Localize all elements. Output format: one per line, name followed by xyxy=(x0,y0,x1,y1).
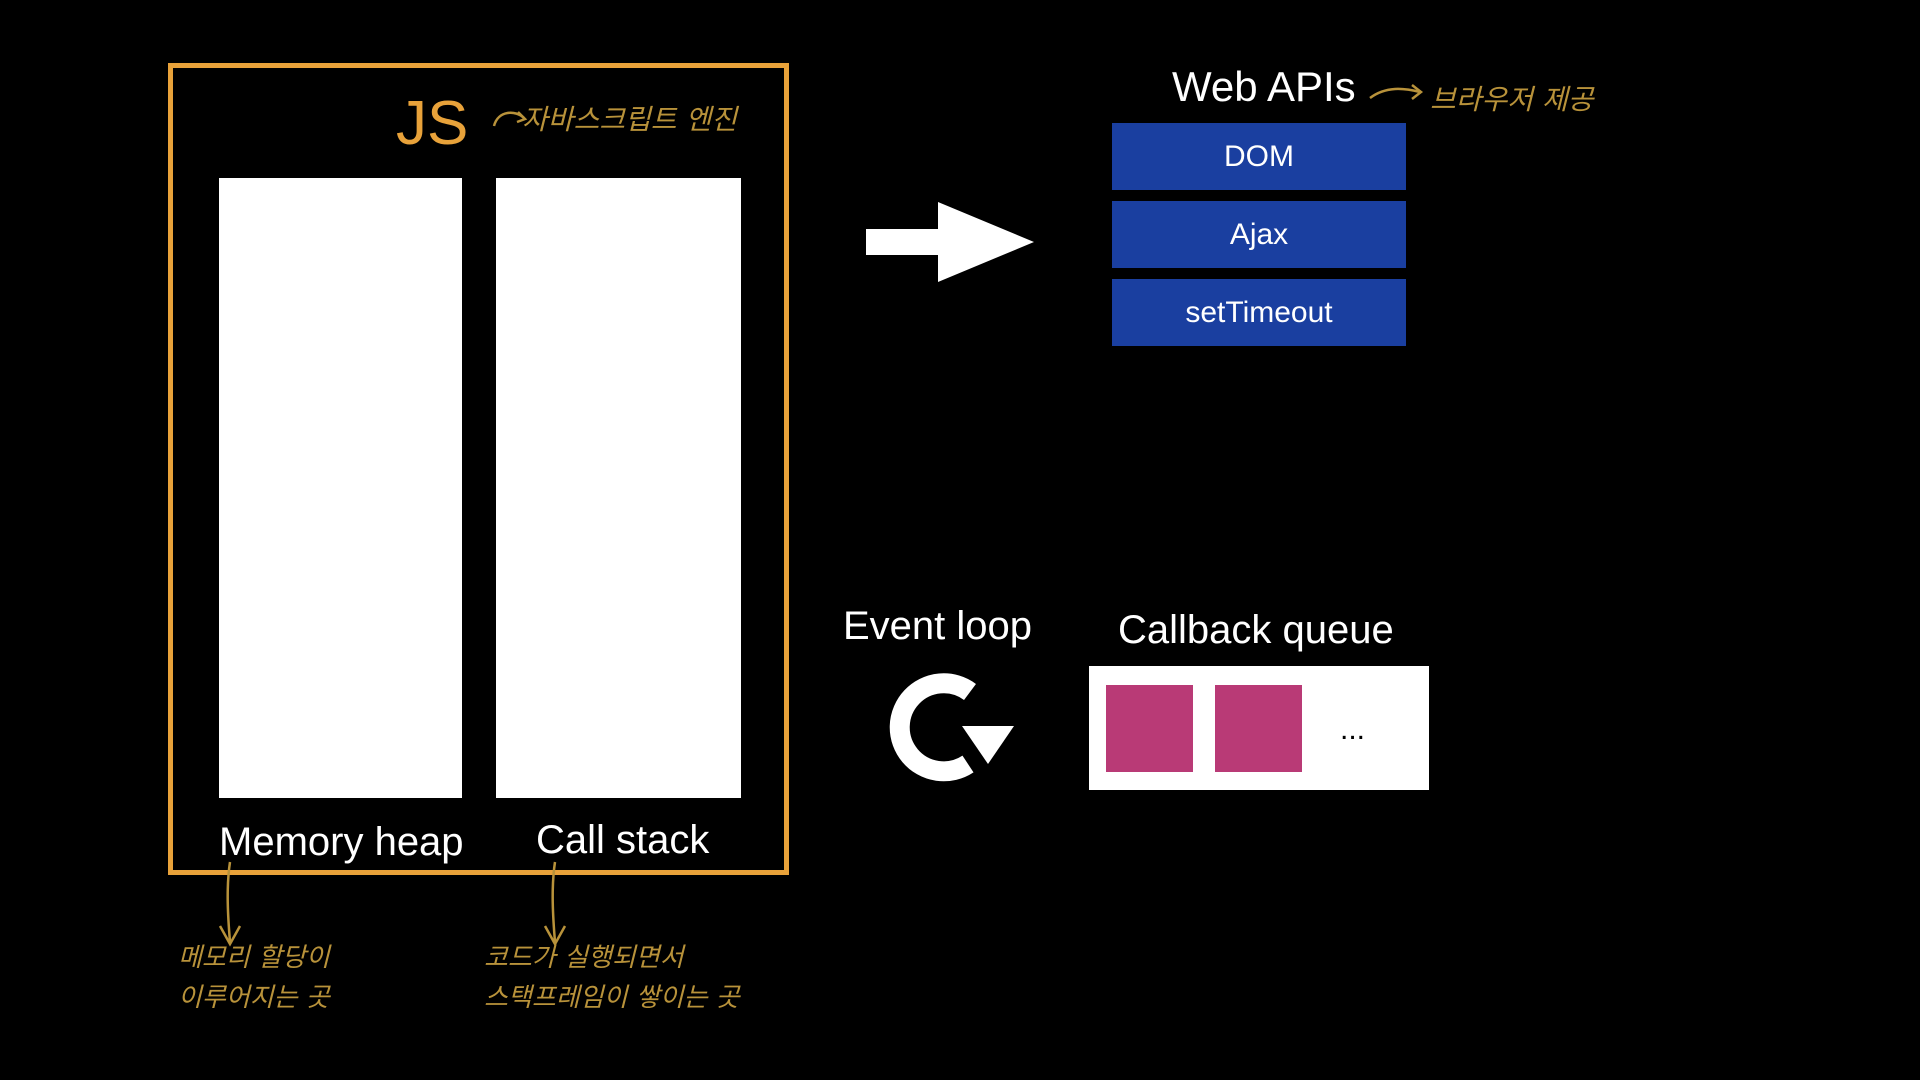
refresh-loop-icon xyxy=(889,673,1014,782)
callback-queue-label: Callback queue xyxy=(1118,608,1394,652)
queued-callback xyxy=(1215,685,1302,772)
web-apis-note: 브라우저 제공 xyxy=(1430,83,1594,116)
down-arrow-icon xyxy=(218,861,242,947)
memory-heap-label: Memory heap xyxy=(219,820,464,864)
down-arrow-icon xyxy=(543,861,567,947)
queued-callback xyxy=(1106,685,1193,772)
event-loop-label: Event loop xyxy=(843,604,1033,648)
memory-heap-note: 메모리 할당이 이루어지는 곳 xyxy=(178,943,330,1013)
js-engine-note: 자바스크립트 엔진 xyxy=(522,103,737,136)
web-api-dom: DOM xyxy=(1112,123,1406,190)
arrow-right-icon xyxy=(866,202,1034,282)
curved-arrow-icon xyxy=(492,111,528,127)
js-engine-frame xyxy=(168,63,789,875)
call-stack-note: 코드가 실행되면서 스택프레임이 쌓이는 곳 xyxy=(484,943,740,1013)
call-stack-label: Call stack xyxy=(536,818,710,862)
queue-ellipsis: ... xyxy=(1340,713,1366,746)
curved-arrow-icon xyxy=(1369,84,1424,100)
web-api-ajax: Ajax xyxy=(1112,201,1406,268)
memory-heap-panel xyxy=(219,178,462,798)
web-api-settimeout: setTimeout xyxy=(1112,279,1406,346)
js-engine-title: JS xyxy=(396,89,469,158)
web-apis-title: Web APIs xyxy=(1172,63,1356,110)
call-stack-panel xyxy=(496,178,741,798)
